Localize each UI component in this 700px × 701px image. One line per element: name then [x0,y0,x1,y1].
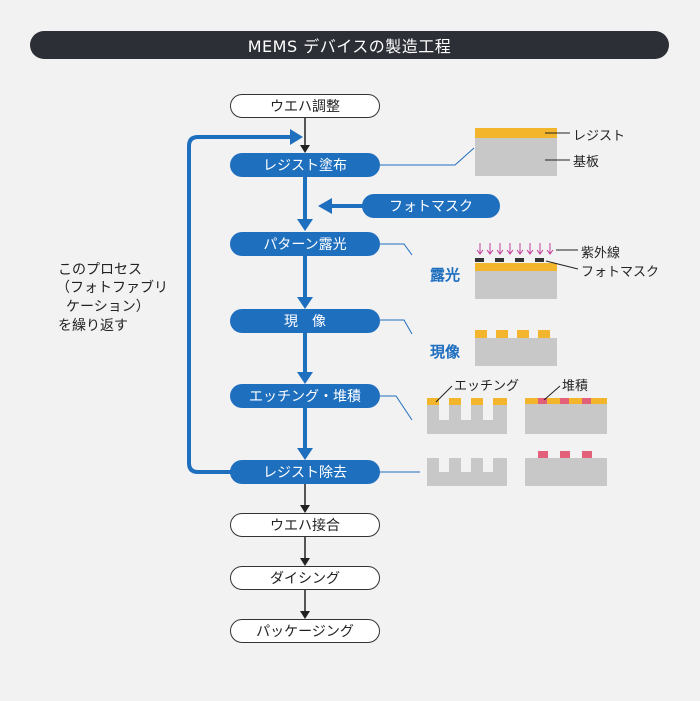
photomask-arrow [318,198,364,214]
loop-note-line-2: （フォトファブリ [56,280,168,296]
diagram-title: MEMS デバイスの製造工程 [30,31,669,59]
loop-arrow [187,129,303,474]
step-wafer-bond: ウエハ接合 [230,513,380,537]
loop-note-line-3: ケーション） [66,299,150,315]
illus-exposure [475,243,579,299]
label-etching: エッチング [454,379,520,394]
label-substrate: 基板 [573,155,600,170]
step-dicing: ダイシング [230,566,380,590]
leader-lines [380,147,475,473]
photomask-input: フォトマスク [362,194,500,218]
illus-deposition [525,385,607,434]
illus-removed-etched [427,458,507,486]
illus-removed-deposited [525,451,607,486]
step-pattern-exposure: パターン露光 [230,232,380,256]
label-uv: 紫外線 [581,246,621,261]
illus-etching [427,385,507,434]
illus-develop [475,330,557,366]
label-resist: レジスト [573,129,626,144]
step-etch-deposit: エッチング・堆積 [230,384,380,408]
label-photomask: フォトマスク [581,265,660,280]
step-resist-coat: レジスト塗布 [230,153,380,177]
loop-note-line-1: このプロセス [58,262,142,278]
flow-connectors [297,118,313,619]
label-deposition: 堆積 [562,379,589,394]
step-develop: 現 像 [230,309,380,333]
label-exposure: 露光 [430,266,461,284]
illus-resist-coat [475,128,570,176]
label-develop: 現像 [430,343,461,361]
loop-note-line-4: を繰り返す [58,318,128,334]
step-packaging: パッケージング [230,619,380,643]
step-wafer-prep: ウエハ調整 [230,94,380,118]
step-resist-remove: レジスト除去 [230,460,380,484]
